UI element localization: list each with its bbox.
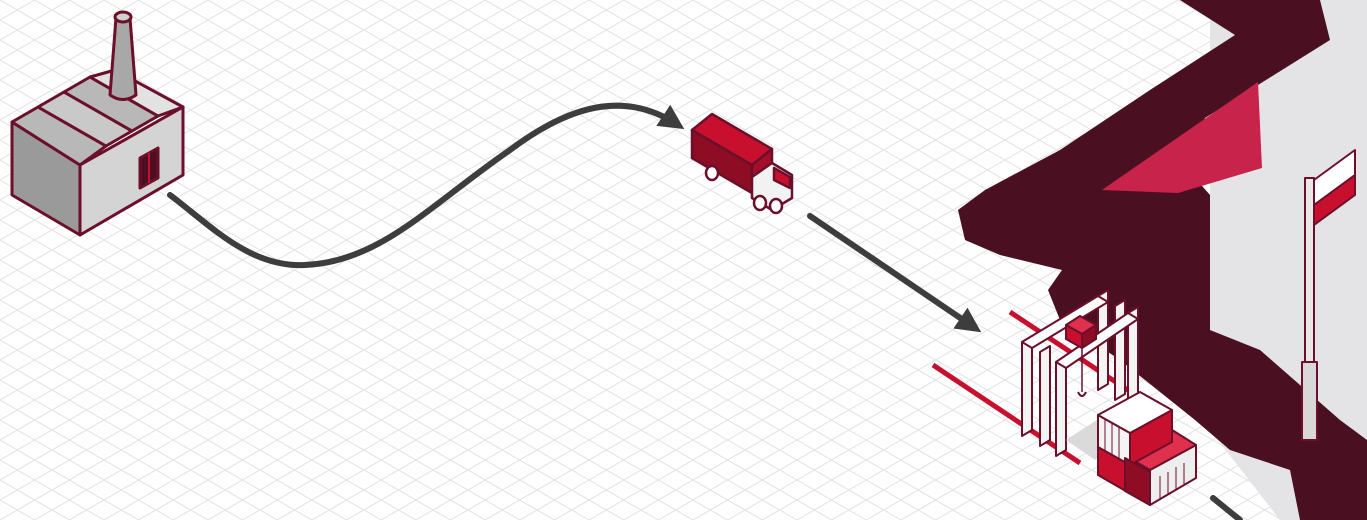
crane-beam-back (1055, 312, 1139, 369)
crane-leg-left-c (1055, 355, 1067, 457)
crane-beam-front (1021, 295, 1109, 349)
factory-right-wall (78, 105, 185, 237)
crane-leg-left-a (1021, 335, 1033, 437)
truck-wheel-front (752, 194, 768, 212)
connectors (167, 102, 1243, 520)
truck-windshield (772, 166, 792, 190)
truck-wheel-front-2 (768, 197, 784, 215)
factory-chimney (108, 16, 138, 101)
factory-icon (10, 10, 185, 237)
flag-icon (1301, 149, 1356, 441)
crane-hook (1077, 391, 1087, 397)
crane-trolley-right (1081, 324, 1097, 349)
flag-pole-base (1301, 361, 1318, 441)
arrow-truck-to-port (807, 213, 982, 333)
factory-chimney-top (113, 10, 133, 24)
coastline (958, 0, 1367, 520)
arrow-factory-to-truck (167, 102, 685, 269)
container-front-dark (1124, 457, 1151, 506)
land-shape (958, 0, 1367, 520)
container-ribs (1104, 419, 1185, 499)
crane-leg-left-b (1039, 345, 1051, 447)
arrow-port-outbound (1210, 495, 1243, 520)
truck-wheel-rear (704, 164, 720, 182)
shipping-containers-icon (1097, 391, 1197, 506)
land-accent (1102, 82, 1262, 193)
truck-icon (690, 112, 794, 215)
flag-red-stripe (1313, 174, 1356, 226)
